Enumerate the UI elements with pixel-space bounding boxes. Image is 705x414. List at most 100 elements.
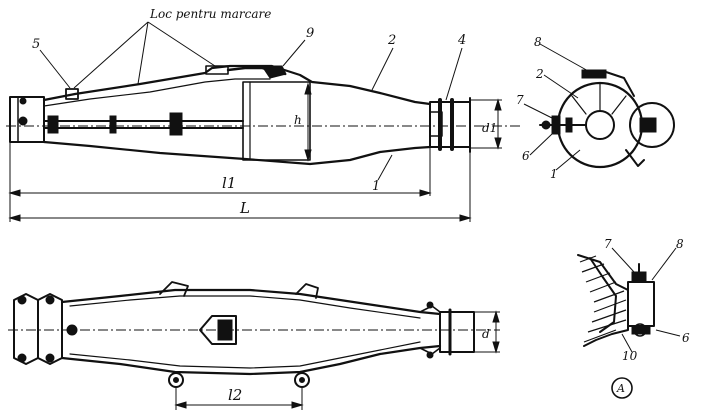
top-body-lower-inner bbox=[69, 341, 421, 369]
top-view bbox=[8, 281, 500, 410]
dim-arrow-h-bottom bbox=[304, 149, 312, 162]
dim-label-d: d bbox=[482, 327, 490, 341]
section-bolt-head bbox=[541, 120, 551, 130]
detail-clamp-block bbox=[627, 281, 655, 327]
section-top-lug bbox=[581, 69, 607, 79]
label-6-section: 6 bbox=[522, 149, 530, 163]
leader-1-section bbox=[555, 149, 581, 171]
section-bottom-clip bbox=[625, 149, 645, 167]
central-bracket bbox=[199, 315, 237, 345]
left-flange-a bbox=[13, 293, 39, 365]
leader-marking-1 bbox=[73, 21, 149, 89]
side-view bbox=[6, 21, 520, 222]
dim-label-L: L bbox=[239, 199, 250, 217]
flange-bolt-4 bbox=[45, 353, 55, 363]
section-inner-bore bbox=[585, 110, 615, 140]
detail-a-view bbox=[577, 247, 681, 399]
label-6-detail: 6 bbox=[682, 331, 690, 345]
ear-bottom-2-bolt bbox=[299, 377, 305, 383]
header-label: Loc pentru marcare bbox=[149, 7, 271, 21]
cross-section-view bbox=[523, 43, 675, 171]
leader-7-detail bbox=[611, 247, 635, 273]
label-10-detail: 10 bbox=[622, 349, 638, 363]
label-1: 1 bbox=[372, 179, 380, 194]
label-8-section: 8 bbox=[534, 35, 542, 49]
label-5: 5 bbox=[32, 37, 40, 52]
flange-bolt-1 bbox=[17, 295, 27, 305]
leader-marking-3 bbox=[147, 21, 216, 67]
leader-marking-2 bbox=[137, 21, 149, 85]
rod-nut-2 bbox=[109, 115, 117, 134]
leader-1 bbox=[377, 154, 393, 181]
ear-bottom-1-bolt bbox=[173, 377, 179, 383]
label-7-detail: 7 bbox=[604, 237, 612, 251]
detail-bottom-nut bbox=[631, 325, 651, 335]
section-handle-block bbox=[639, 117, 657, 133]
top-body-upper-inner bbox=[69, 295, 421, 319]
dim-arrow-l2-right bbox=[291, 401, 304, 409]
label-1-section: 1 bbox=[550, 167, 558, 181]
dim-arrow-d1-top bbox=[494, 98, 502, 111]
label-2: 2 bbox=[387, 33, 396, 48]
dim-label-l2: l2 bbox=[228, 386, 242, 404]
marking-boss-5 bbox=[65, 88, 79, 100]
top-right-neck-bolt-1 bbox=[426, 301, 434, 309]
detail-a-circle bbox=[611, 377, 633, 399]
dim-arrow-h-top bbox=[304, 82, 312, 95]
flange-bolt-3 bbox=[17, 353, 27, 363]
leader-10-detail bbox=[621, 333, 633, 353]
leader-8-detail bbox=[651, 247, 677, 281]
rod-nut-1 bbox=[47, 115, 59, 134]
detail-shell-outline bbox=[577, 254, 629, 347]
dim-arrow-d-bottom bbox=[492, 341, 500, 354]
dim-arrow-l1-right bbox=[419, 189, 432, 197]
flange-pin bbox=[66, 324, 78, 336]
section-ribs bbox=[571, 82, 627, 115]
leader-8 bbox=[539, 43, 591, 73]
rod-nut-3 bbox=[169, 112, 183, 136]
detail-hatching bbox=[579, 255, 627, 343]
section-bolt-nut-1 bbox=[551, 115, 561, 135]
detail-bottom-washer bbox=[633, 323, 647, 337]
dim-arrow-L-right bbox=[459, 214, 472, 222]
leader-2 bbox=[371, 47, 394, 91]
leader-5 bbox=[39, 49, 71, 89]
central-bracket-core bbox=[217, 319, 233, 341]
top-right-neck bbox=[439, 311, 475, 353]
ear-top-1 bbox=[159, 281, 189, 297]
top-right-neck-bolt-2 bbox=[426, 351, 434, 359]
dim-arrow-d1-bottom bbox=[494, 137, 502, 150]
leader-9 bbox=[282, 39, 306, 67]
upper-shell-inner bbox=[43, 78, 271, 107]
lower-shell-profile bbox=[42, 140, 432, 166]
dim-arrow-l2-left bbox=[174, 401, 187, 409]
leader-4 bbox=[445, 47, 463, 101]
dim-label-h: h bbox=[294, 113, 302, 127]
label-9: 9 bbox=[306, 26, 314, 41]
dim-label-l1: l1 bbox=[222, 174, 236, 192]
section-lug-arm bbox=[605, 71, 635, 97]
dim-arrow-l1-left bbox=[8, 189, 21, 197]
ear-top-2 bbox=[295, 283, 319, 299]
leader-2-section bbox=[543, 74, 579, 99]
section-handle-ring bbox=[629, 102, 675, 148]
top-body-lower bbox=[60, 344, 442, 376]
handle-9-grip bbox=[261, 65, 287, 79]
left-clamp-bolt-top bbox=[19, 97, 27, 105]
label-7-section: 7 bbox=[516, 93, 524, 107]
flange-bolt-2 bbox=[45, 295, 55, 305]
left-clamp-block bbox=[9, 96, 45, 143]
label-detail-a: A bbox=[616, 382, 625, 395]
leader-7-section bbox=[523, 103, 553, 119]
left-clamp-bolt bbox=[18, 116, 28, 126]
dim-arrow-d-top bbox=[492, 310, 500, 323]
label-4: 4 bbox=[457, 33, 466, 48]
dim-label-d1: d1 bbox=[482, 121, 497, 135]
leader-6-section bbox=[529, 133, 553, 156]
right-neck-inner bbox=[429, 111, 443, 137]
leader-6-detail bbox=[655, 329, 681, 337]
section-bolt-nut-2 bbox=[565, 117, 573, 133]
label-8-detail: 8 bbox=[676, 237, 684, 251]
